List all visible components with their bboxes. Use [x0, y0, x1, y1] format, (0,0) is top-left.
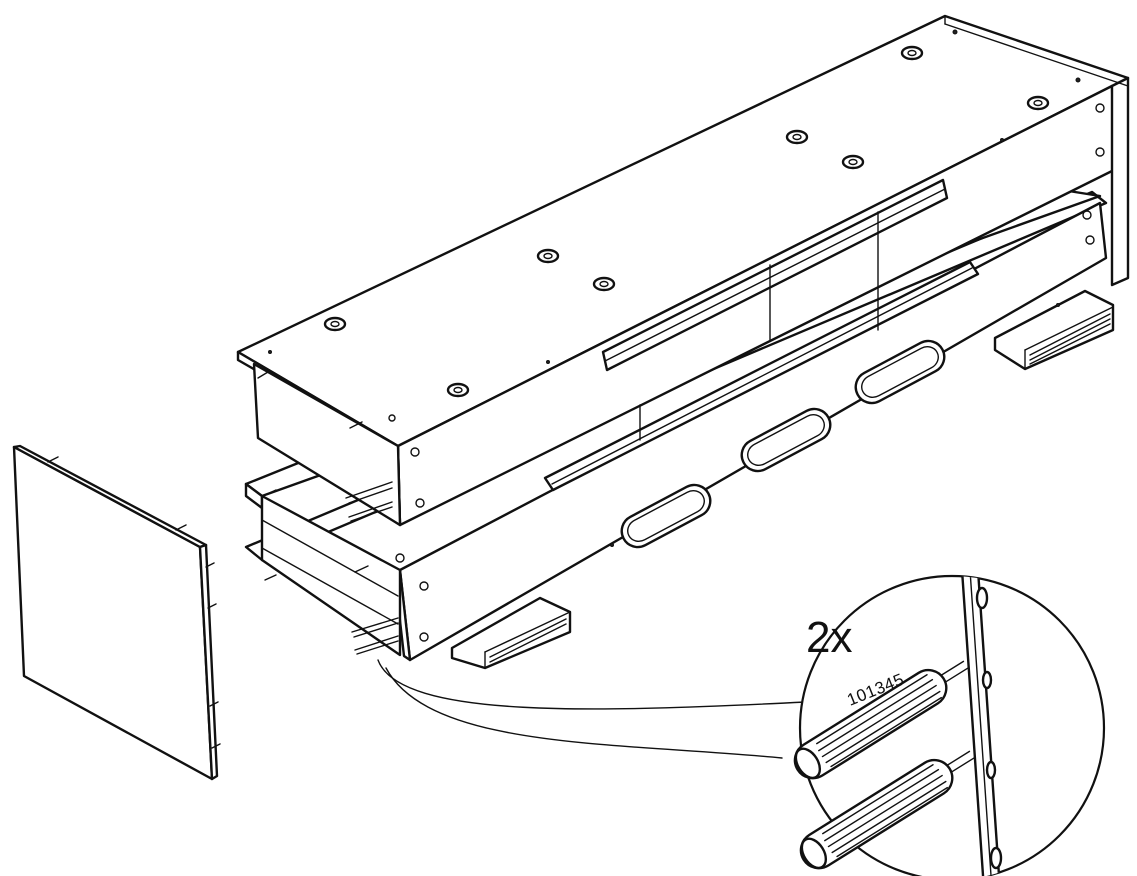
cam-holes [323, 45, 1050, 398]
quantity-label: 2x [806, 613, 852, 662]
dowel-icon [799, 750, 975, 870]
side-panel [12, 444, 221, 781]
callout-leader [377, 659, 807, 759]
foot-back [993, 289, 1115, 371]
dowels-inserted [345, 481, 399, 655]
dowel-icon [793, 660, 969, 780]
upper-shelf-unit [236, 14, 1130, 527]
foot-front [450, 596, 572, 670]
